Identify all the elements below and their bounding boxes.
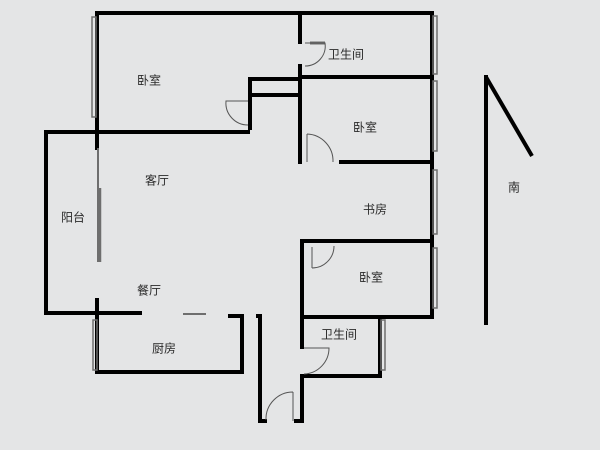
room-label-dining-room: 餐厅 [136, 283, 162, 298]
room-label-study: 书房 [362, 202, 388, 217]
compass-arrow [484, 75, 534, 325]
room-label-bedroom-1: 卧室 [136, 73, 162, 88]
room-label-bathroom-1: 卫生间 [327, 47, 365, 62]
windows [91, 15, 438, 371]
room-label-bedroom-2: 卧室 [352, 120, 378, 135]
compass-label-south: 南 [507, 180, 521, 195]
walls [44, 11, 434, 423]
room-label-kitchen: 厨房 [151, 341, 177, 356]
room-label-bathroom-2: 卫生间 [320, 327, 358, 342]
room-label-balcony: 阳台 [60, 210, 86, 225]
room-label-living-room: 客厅 [144, 173, 170, 188]
doors [225, 42, 335, 421]
room-label-bedroom-3: 卧室 [358, 270, 384, 285]
